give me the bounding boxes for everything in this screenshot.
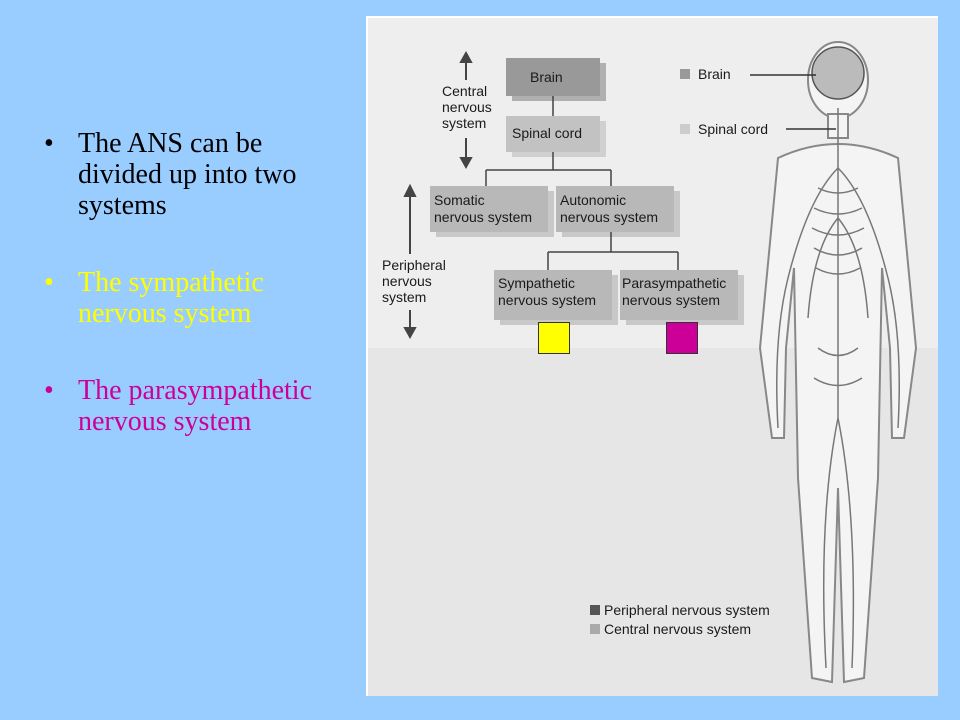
legend-spinal-swatch	[680, 124, 690, 134]
pns-label-line2: nervous	[382, 273, 432, 289]
parasympathetic-color-swatch	[666, 322, 698, 354]
legend-pns: Peripheral nervous system	[590, 602, 770, 618]
legend-brain: Brain	[680, 66, 816, 82]
bullet-glyph: •	[44, 375, 54, 406]
legend-cns-swatch	[590, 624, 600, 634]
pns-label-line3: system	[382, 289, 426, 305]
sympathetic-box: Sympathetic nervous system	[494, 270, 618, 325]
cns-arrow	[459, 50, 473, 170]
pns-arrow	[403, 183, 417, 340]
autonomic-box-line1: Autonomic	[560, 192, 626, 208]
legend-brain-label: Brain	[698, 66, 731, 82]
bullet-list: • The ANS can be divided up into two sys…	[40, 128, 340, 483]
parasympathetic-box-line2: nervous system	[622, 292, 720, 308]
cns-label-line1: Central	[442, 83, 487, 99]
brain-box-label: Brain	[530, 69, 563, 85]
bullet-parasympathetic: • The parasympathetic nervous system	[40, 375, 340, 437]
sympathetic-box-line1: Sympathetic	[498, 275, 575, 291]
legend-brain-swatch	[680, 69, 690, 79]
cns-label-line3: system	[442, 115, 486, 131]
connector-spinal-branches	[485, 152, 612, 186]
nervous-system-diagram: Central nervous system Peripheral nervou…	[368, 41, 938, 696]
legend-spinal-cord: Spinal cord	[680, 121, 836, 137]
bullet-text: The parasympathetic nervous system	[78, 375, 313, 437]
nerve-network	[776, 108, 900, 669]
autonomic-box: Autonomic nervous system	[556, 186, 680, 237]
spinal-cord-box-label: Spinal cord	[512, 125, 582, 141]
somatic-box-line2: nervous system	[434, 209, 532, 225]
bullet-ans-divided: • The ANS can be divided up into two sys…	[40, 128, 340, 221]
legend-pns-label: Peripheral nervous system	[604, 602, 770, 618]
bullet-text: The sympathetic nervous system	[78, 267, 264, 329]
pns-label-line1: Peripheral	[382, 257, 446, 273]
legend-pns-swatch	[590, 605, 600, 615]
brain-box: Brain	[506, 58, 606, 101]
cns-label-line2: nervous	[442, 99, 492, 115]
sympathetic-color-swatch	[538, 322, 570, 354]
parasympathetic-box-line1: Parasympathetic	[622, 275, 726, 291]
bullet-text: The ANS can be divided up into two syste…	[78, 128, 297, 221]
parasympathetic-box: Parasympathetic nervous system	[620, 270, 744, 325]
autonomic-box-line2: nervous system	[560, 209, 658, 225]
legend-cns: Central nervous system	[590, 621, 751, 637]
brain-shape	[811, 46, 865, 100]
sympathetic-box-line2: nervous system	[498, 292, 596, 308]
connector-autonomic-branches	[547, 232, 679, 270]
nervous-system-figure: Central nervous system Peripheral nervou…	[366, 16, 938, 696]
spinal-cord-box: Spinal cord	[506, 116, 606, 157]
bullet-glyph: •	[44, 128, 54, 159]
somatic-box: Somatic nervous system	[430, 186, 554, 237]
bullet-sympathetic: • The sympathetic nervous system	[40, 267, 340, 329]
legend-spinal-label: Spinal cord	[698, 121, 768, 137]
bullet-glyph: •	[44, 267, 54, 298]
somatic-box-line1: Somatic	[434, 192, 485, 208]
legend-cns-label: Central nervous system	[604, 621, 751, 637]
